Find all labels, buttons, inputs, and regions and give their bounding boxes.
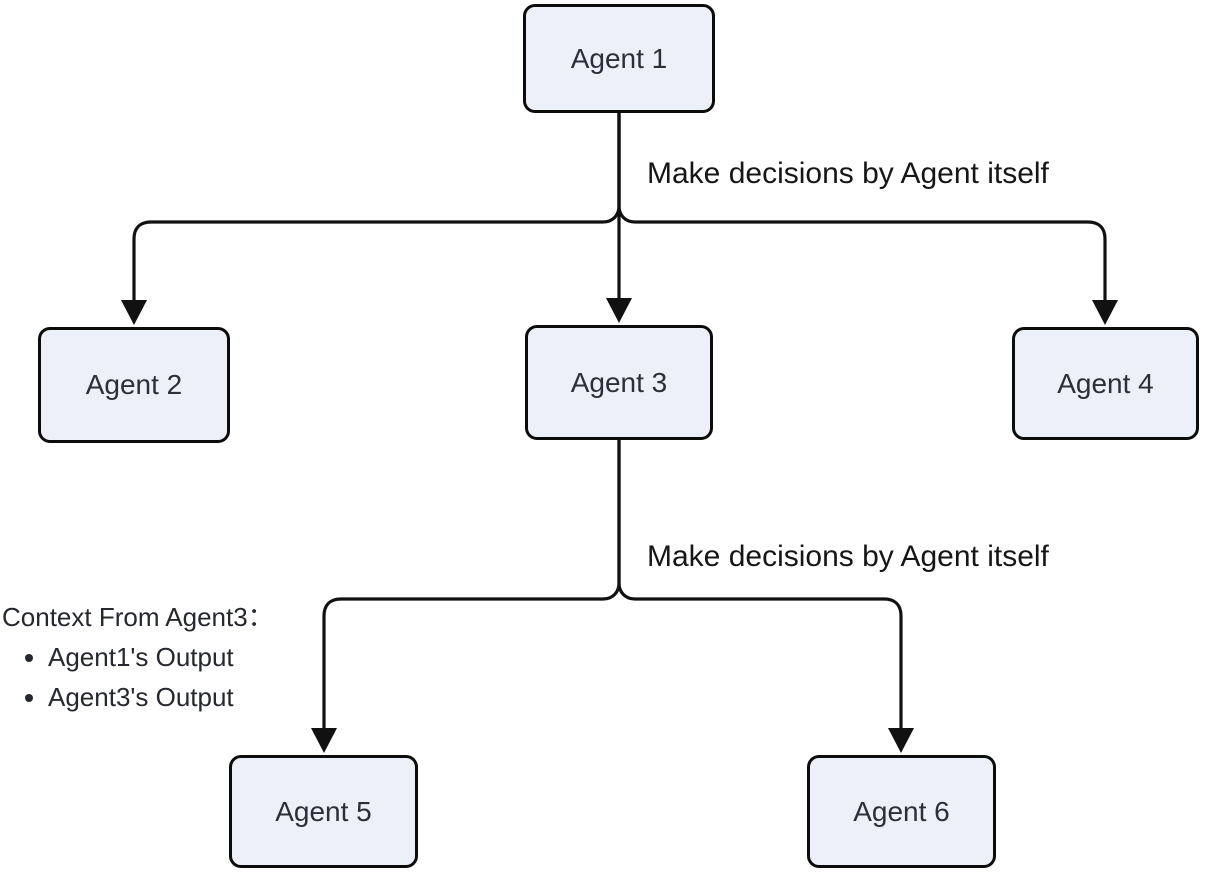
node-agent-1-label: Agent 1	[570, 42, 668, 74]
node-agent-6-label: Agent 6	[853, 795, 950, 827]
node-agent-3: Agent 3	[525, 325, 713, 440]
node-agent-4: Agent 4	[1012, 327, 1199, 440]
arrowhead-agent6	[888, 728, 914, 753]
context-note-item: Agent1's Output	[48, 637, 274, 677]
node-agent-5: Agent 5	[229, 755, 418, 868]
edge-label-split-2: Make decisions by Agent itself	[647, 540, 1049, 573]
node-agent-2: Agent 2	[38, 327, 230, 443]
edge-agent1-agent2	[132, 112, 621, 302]
node-agent-1: Agent 1	[523, 4, 715, 113]
context-note-item: Agent3's Output	[48, 677, 274, 717]
node-agent-4-label: Agent 4	[1057, 367, 1154, 399]
node-agent-3-label: Agent 3	[570, 366, 668, 398]
node-agent-5-label: Agent 5	[275, 795, 372, 827]
context-note-title: Context From Agent3：	[2, 602, 274, 632]
arrowhead-agent4	[1092, 300, 1118, 325]
edge-agent1-agent4	[617, 112, 1107, 302]
context-note-list: Agent1's Output Agent3's Output	[2, 637, 274, 717]
node-agent-2-label: Agent 2	[85, 369, 183, 400]
arrowhead-agent3	[606, 298, 632, 323]
context-note: Context From Agent3： Agent1's Output Age…	[2, 599, 274, 717]
node-agent-6: Agent 6	[807, 755, 996, 868]
edge-agent3-agent6	[617, 440, 903, 730]
edge-agent3-agent5	[322, 440, 621, 730]
edge-label-split-1: Make decisions by Agent itself	[647, 157, 1049, 190]
arrowhead-agent5	[311, 728, 337, 753]
arrowhead-agent2	[121, 300, 147, 325]
